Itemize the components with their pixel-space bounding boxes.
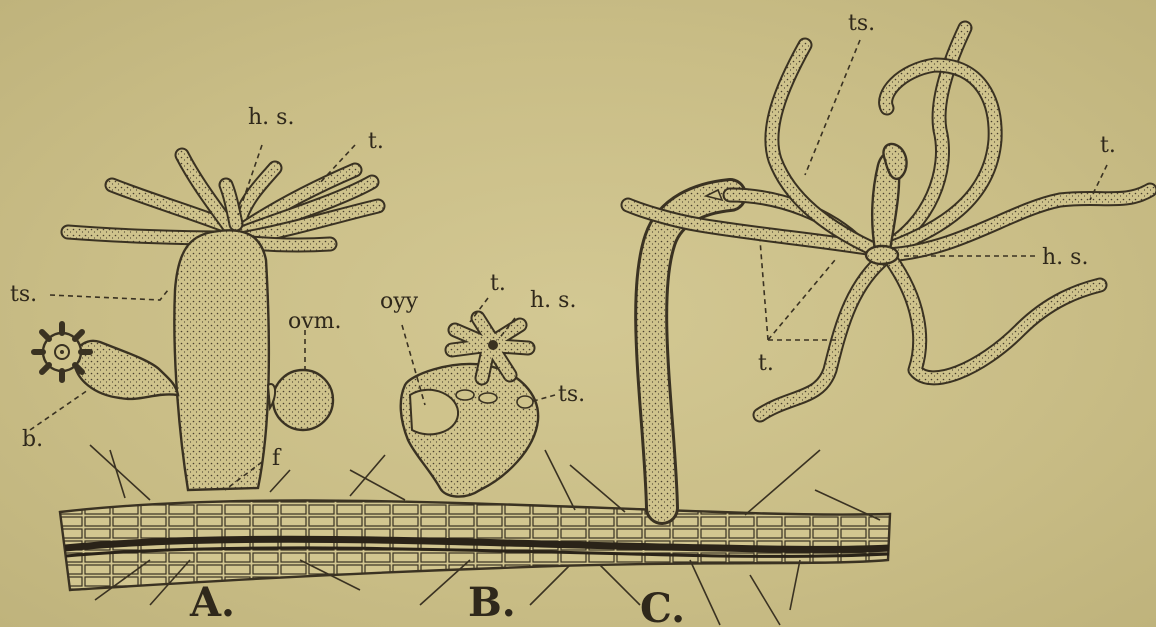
figure-letter-c: C. [640, 585, 685, 627]
label-a-hs: h. s. [248, 105, 294, 130]
label-a-t: t. [368, 129, 384, 154]
figure-letter-b: B. [468, 579, 516, 626]
label-c-t-right: t. [1100, 133, 1116, 158]
label-a-b: b. [22, 427, 43, 452]
label-c-t-bottom: t. [758, 351, 774, 376]
plant-stem [60, 500, 890, 590]
label-b-ts: ts. [558, 382, 585, 407]
figure-letter-a: A. [189, 579, 235, 626]
label-b-oyy: oyy [380, 289, 419, 314]
label-b-t: t. [490, 271, 506, 296]
label-c-hs: h. s. [1042, 245, 1088, 270]
label-a-ovm: ovm. [288, 309, 342, 334]
hydra-b [401, 318, 538, 497]
label-b-hs: h. s. [530, 288, 576, 313]
label-a-ts: ts. [10, 282, 37, 307]
label-c-ts: ts. [848, 11, 875, 36]
label-a-f: f [272, 446, 282, 471]
